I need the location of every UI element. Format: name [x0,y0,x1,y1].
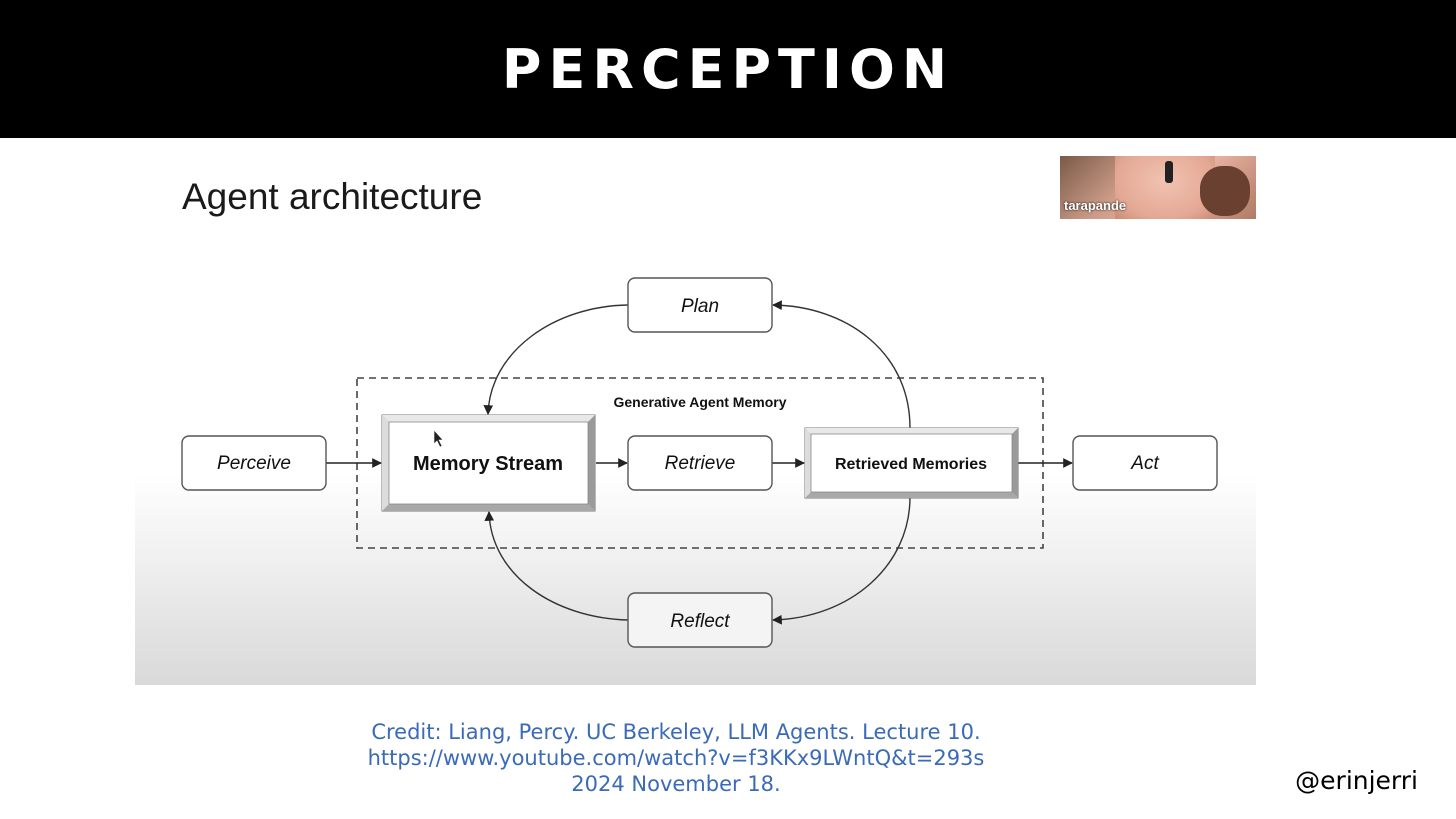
node-plan: Plan [627,277,773,333]
agent-architecture-diagram: Generative Agent Memory Perceive Memory … [181,277,1218,648]
edge-retrieved-memories-to-plan [772,300,911,429]
node-memory-stream: Memory Stream [381,414,596,512]
header-bar: PERCEPTION [0,0,1456,138]
webcam-hand [1200,166,1250,216]
edge-reflect-to-memory-stream [484,511,629,621]
node-perceive: Perceive [181,435,327,491]
credit-date: 2024 November 18. [571,772,781,796]
node-reflect: Reflect [627,592,773,648]
slide-title: Agent architecture [182,176,483,217]
credit-text: Credit: Liang, Percy. UC Berkeley, LLM A… [276,719,1076,797]
node-retrieved-memories-label: Retrieved Memories [835,456,987,473]
webcam-name: tarapande [1064,198,1127,213]
microphone-icon [1165,161,1173,183]
node-plan-label: Plan [681,296,719,317]
node-retrieved-memories: Retrieved Memories [804,427,1019,499]
node-retrieve-label: Retrieve [665,453,736,474]
author-handle: @erinjerri [1295,766,1418,795]
node-act-label: Act [1130,453,1159,474]
node-memory-stream-label: Memory Stream [413,453,563,475]
mouse-cursor-icon [433,429,444,448]
node-act: Act [1072,435,1218,491]
credit-line-1: Credit: Liang, Percy. UC Berkeley, LLM A… [371,720,981,744]
node-perceive-label: Perceive [217,453,291,474]
credit-url[interactable]: https://www.youtube.com/watch?v=f3KKx9LW… [367,746,985,770]
edge-retrieved-memories-to-reflect [772,496,911,625]
page-title: PERCEPTION [501,37,955,101]
webcam-video: tarapande [1060,156,1256,219]
group-label: Generative Agent Memory [614,394,787,410]
edge-plan-to-memory-stream [483,304,629,415]
node-retrieve: Retrieve [627,435,773,491]
slide-screenshot: Agent architecture tarapande Generative … [135,156,1256,685]
node-reflect-label: Reflect [670,611,730,632]
